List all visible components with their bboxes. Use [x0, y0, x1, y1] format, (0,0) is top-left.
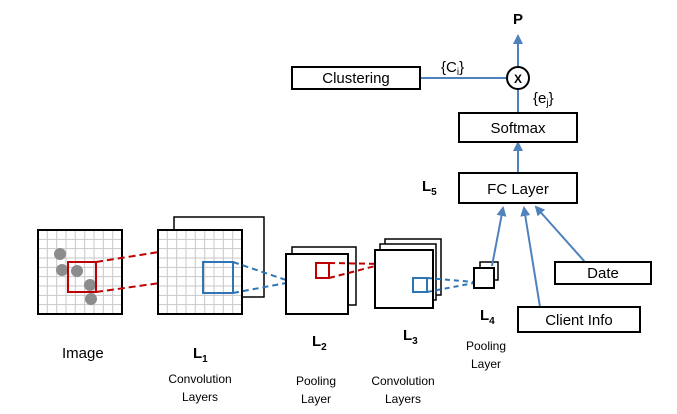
fc-layer-box — [458, 172, 578, 204]
conv2-caption-line2: Layers — [385, 392, 421, 406]
dash-conv1-to-pool1-bottom — [232, 282, 287, 294]
image-dot — [54, 248, 66, 260]
image-dot — [71, 265, 83, 277]
pool2-caption-line1: Pooling — [466, 339, 506, 353]
multiply-symbol: X — [514, 72, 522, 86]
conv1-caption-line2: Layers — [182, 390, 218, 404]
image-receptive-field — [67, 261, 97, 293]
conv2-feature-maps — [374, 238, 442, 309]
multiply-node — [506, 66, 530, 90]
date-label: Date — [587, 265, 619, 282]
arrow-pool2-to-fc — [491, 206, 507, 267]
conv1-caption-line1: Convolution — [168, 372, 231, 386]
image-dots — [54, 248, 97, 305]
pool2-feature-maps — [473, 261, 499, 289]
image-dot — [85, 293, 97, 305]
ej-label: {ej} — [533, 90, 554, 109]
l3-label: L3 — [403, 327, 418, 347]
arrow-clientinfo-to-fc — [520, 206, 541, 308]
pool1-feature-maps — [285, 246, 357, 315]
image-dot — [84, 279, 96, 291]
l1-label: L1 — [193, 345, 208, 365]
pool1-receptive-field — [315, 262, 330, 279]
softmax-label: Softmax — [490, 120, 546, 137]
clustering-label: Clustering — [322, 70, 390, 87]
l2-label: L2 — [312, 333, 327, 353]
softmax-box — [458, 112, 578, 143]
pool1-caption-line1: Pooling — [296, 374, 336, 388]
image-dot — [56, 264, 68, 276]
conv1-feature-maps — [157, 216, 265, 315]
client-info-box — [517, 306, 641, 333]
clustering-box — [291, 66, 421, 90]
date-box — [554, 261, 652, 285]
arrow-date-to-fc — [534, 205, 586, 263]
client-info-label: Client Info — [545, 312, 613, 329]
fc-layer-label: FC Layer — [487, 181, 549, 198]
pool1-caption-line2: Layer — [301, 392, 331, 406]
conv2-receptive-field — [412, 277, 428, 293]
conv1-receptive-field — [202, 261, 234, 294]
input-image-grid — [37, 229, 123, 315]
l4-label: L4 — [480, 307, 495, 327]
dash-conv2-to-pool2-top — [426, 277, 475, 283]
image-label: Image — [62, 345, 104, 362]
pool2-caption-line2: Layer — [471, 357, 501, 371]
ci-label: {Ci} — [441, 59, 464, 78]
dash-conv2-to-pool2-bottom — [426, 282, 475, 293]
conv2-caption-line1: Convolution — [371, 374, 434, 388]
l5-label: L5 — [422, 178, 437, 198]
output-p-label: P — [513, 11, 523, 28]
